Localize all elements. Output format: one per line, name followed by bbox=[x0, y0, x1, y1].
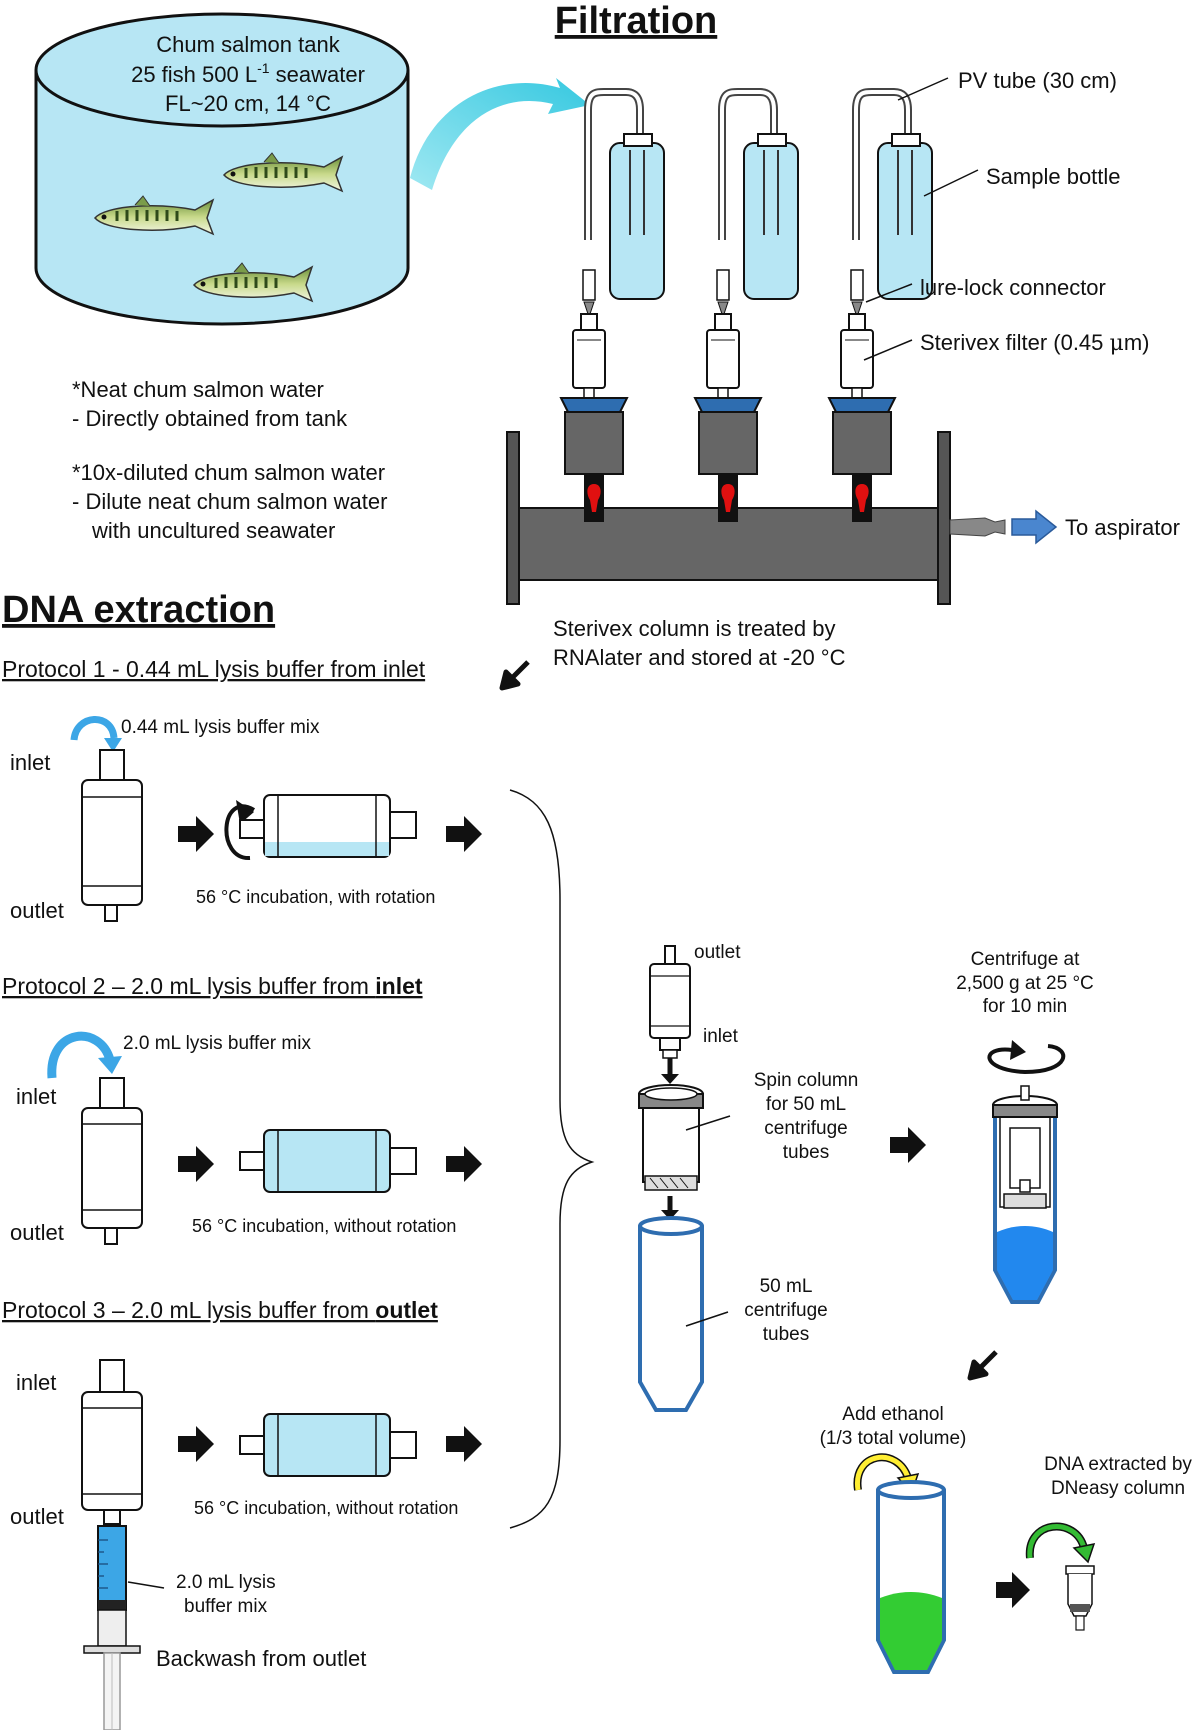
diluted-title: *10x-diluted chum salmon water bbox=[72, 460, 385, 485]
p1-arrow-icon bbox=[178, 816, 214, 852]
p3-inlet-label: inlet bbox=[16, 1370, 56, 1395]
salmon-tank bbox=[34, 12, 410, 326]
inverted-outlet-label: outlet bbox=[694, 942, 741, 963]
dneasy-label1: DNA extracted by bbox=[1044, 1454, 1192, 1475]
spin-label4: tubes bbox=[783, 1142, 829, 1163]
p1-arrow-icon bbox=[446, 816, 482, 852]
filter-assembly bbox=[559, 88, 665, 522]
backwash-label: Backwash from outlet bbox=[156, 1646, 366, 1671]
ethanol-label2: (1/3 total volume) bbox=[820, 1428, 967, 1449]
p3-arrow-icon bbox=[446, 1426, 482, 1462]
p2-mix-label: 2.0 mL lysis buffer mix bbox=[123, 1033, 311, 1054]
down-arrow-icon bbox=[661, 1074, 679, 1084]
pv-tube-label: PV tube (30 cm) bbox=[958, 68, 1117, 93]
p3-buffer-label1: 2.0 mL lysis bbox=[176, 1572, 276, 1593]
protocol-3-title: Protocol 3 – 2.0 mL lysis buffer from ou… bbox=[2, 1297, 438, 1323]
down-left-arrow-icon bbox=[967, 1350, 998, 1381]
p3-syringe bbox=[83, 1525, 141, 1730]
filter-assembly bbox=[827, 88, 933, 522]
p3-filled-column bbox=[239, 1413, 417, 1477]
dneasy-column-icon bbox=[1065, 1565, 1095, 1631]
centrifuge-label2: 2,500 g at 25 °C bbox=[956, 973, 1094, 994]
diluted-desc2: with uncultured seawater bbox=[91, 518, 335, 543]
down-arrow-icon bbox=[661, 1210, 679, 1220]
dneasy-label2: DNeasy column bbox=[1051, 1478, 1185, 1499]
ethanol-tube bbox=[876, 1480, 946, 1674]
salmon-fish-icon bbox=[193, 262, 314, 303]
p1-incubation-label: 56 °C incubation, with rotation bbox=[196, 887, 435, 907]
filter-assembly bbox=[693, 88, 799, 522]
neat-title: *Neat chum salmon water bbox=[72, 377, 324, 402]
p1-outlet-label: outlet bbox=[10, 898, 64, 923]
down-left-arrow-icon bbox=[499, 660, 530, 691]
treated-line2: RNAlater and stored at -20 °C bbox=[553, 645, 846, 670]
p2-filled-column bbox=[239, 1129, 417, 1193]
neat-desc: - Directly obtained from tank bbox=[72, 406, 348, 431]
diluted-desc1: - Dilute neat chum salmon water bbox=[72, 489, 387, 514]
p3-incubation-label: 56 °C incubation, without rotation bbox=[194, 1498, 458, 1518]
tank-line1: Chum salmon tank bbox=[156, 32, 340, 57]
p2-inlet-label: inlet bbox=[16, 1084, 56, 1109]
protocol-1-title: Protocol 1 - 0.44 mL lysis buffer from i… bbox=[2, 656, 426, 682]
p1-inlet-label: inlet bbox=[10, 750, 50, 775]
centrifuged-tube bbox=[992, 1085, 1058, 1304]
p3-buffer-label2: buffer mix bbox=[184, 1596, 268, 1617]
p3-arrow-icon bbox=[178, 1426, 214, 1462]
dna-extraction-title: DNA extraction bbox=[2, 589, 275, 631]
inverted-sterivex-column bbox=[649, 945, 691, 1059]
p2-outlet-label: outlet bbox=[10, 1220, 64, 1245]
salmon-fish-icon bbox=[94, 195, 215, 236]
sample-bottle-label: Sample bottle bbox=[986, 164, 1121, 189]
p3-sterivex-column bbox=[81, 1359, 143, 1525]
spin-column bbox=[638, 1084, 704, 1191]
ethanol-label1: Add ethanol bbox=[842, 1404, 943, 1425]
aspirator-arrow-icon bbox=[1011, 509, 1058, 545]
p2-arrow-icon bbox=[446, 1146, 482, 1182]
inverted-inlet-label: inlet bbox=[703, 1026, 739, 1047]
sterivex-filter-label: Sterivex filter (0.45 μm) bbox=[920, 330, 1149, 356]
filtration-title: Filtration bbox=[555, 0, 718, 42]
p1-mix-label: 0.44 mL lysis buffer mix bbox=[121, 717, 320, 738]
p2-sterivex-column bbox=[81, 1077, 143, 1245]
spin-label1: Spin column bbox=[754, 1070, 859, 1091]
lure-lock-label: lure-lock connector bbox=[920, 275, 1106, 300]
to-centrifuge-arrow-icon bbox=[890, 1127, 926, 1163]
centrifuge-tube-50ml bbox=[638, 1216, 704, 1412]
tube-label1: 50 mL bbox=[760, 1276, 813, 1297]
to-aspirator-label: To aspirator bbox=[1065, 515, 1180, 540]
p3-outlet-label: outlet bbox=[10, 1504, 64, 1529]
p1-buffer-arrow-icon bbox=[70, 716, 118, 741]
transfer-arrow-icon bbox=[410, 78, 590, 190]
tank-line3: FL~20 cm, 14 °C bbox=[165, 91, 331, 116]
tank-line2: 25 fish 500 L-1 seawater bbox=[131, 60, 365, 87]
p2-buffer-arrow-icon bbox=[47, 1031, 115, 1079]
rotation-arrow-icon bbox=[987, 1040, 1066, 1075]
dna-arrow-icon bbox=[1025, 1522, 1096, 1564]
protocols-brace bbox=[509, 789, 595, 1529]
tube-label2: centrifuge bbox=[744, 1300, 827, 1321]
protocol-2-title: Protocol 2 – 2.0 mL lysis buffer from in… bbox=[2, 973, 423, 999]
treated-line1: Sterivex column is treated by bbox=[553, 616, 835, 641]
salmon-fish-icon bbox=[223, 152, 344, 193]
to-dneasy-arrow-icon bbox=[996, 1572, 1030, 1608]
p1-sterivex-column bbox=[81, 749, 143, 922]
spin-label2: for 50 mL bbox=[766, 1094, 846, 1115]
callout-lines bbox=[863, 77, 979, 361]
centrifuge-label1: Centrifuge at bbox=[971, 949, 1081, 970]
p2-arrow-icon bbox=[178, 1146, 214, 1182]
tube-label3: tubes bbox=[763, 1324, 809, 1345]
spin-label3: centrifuge bbox=[764, 1118, 847, 1139]
p2-incubation-label: 56 °C incubation, without rotation bbox=[192, 1216, 456, 1236]
centrifuge-label3: for 10 min bbox=[983, 996, 1067, 1017]
p1-rotating-column bbox=[224, 794, 417, 861]
